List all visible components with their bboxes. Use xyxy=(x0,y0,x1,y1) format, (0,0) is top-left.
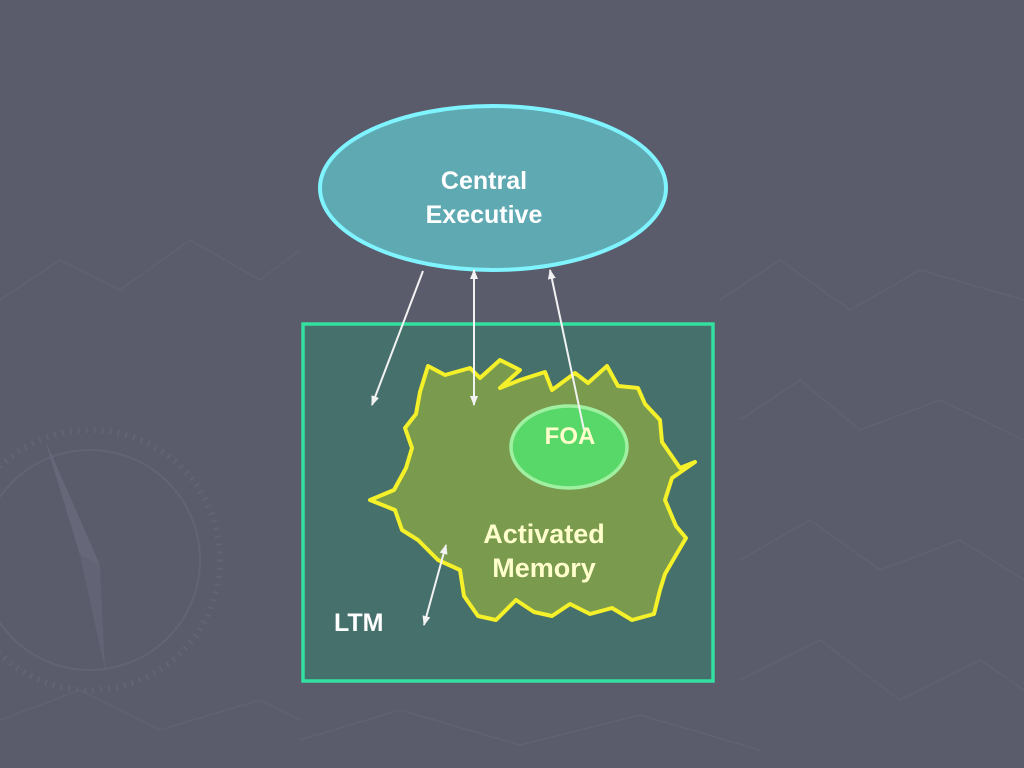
activated-memory-label-line2: Memory xyxy=(492,553,596,583)
central-executive-label: Central Executive xyxy=(384,164,584,232)
arrow-executive-to-ltm xyxy=(371,270,424,406)
foa-ellipse xyxy=(509,404,629,490)
arrow-ltm-activated-bidirectional xyxy=(422,544,448,626)
compass-icon xyxy=(0,427,223,693)
foa-label: FOA xyxy=(544,423,596,450)
ltm-label: LTM xyxy=(334,609,384,637)
background-texture xyxy=(0,239,1024,751)
activated-memory-label-line1: Activated xyxy=(483,519,605,549)
arrow-foa-to-executive xyxy=(547,269,585,431)
central-executive-label-line2: Executive xyxy=(425,201,543,229)
central-executive-ellipse xyxy=(318,104,668,272)
activated-memory-label: Activated Memory xyxy=(444,517,644,585)
central-executive-label-line1: Central xyxy=(440,167,528,195)
